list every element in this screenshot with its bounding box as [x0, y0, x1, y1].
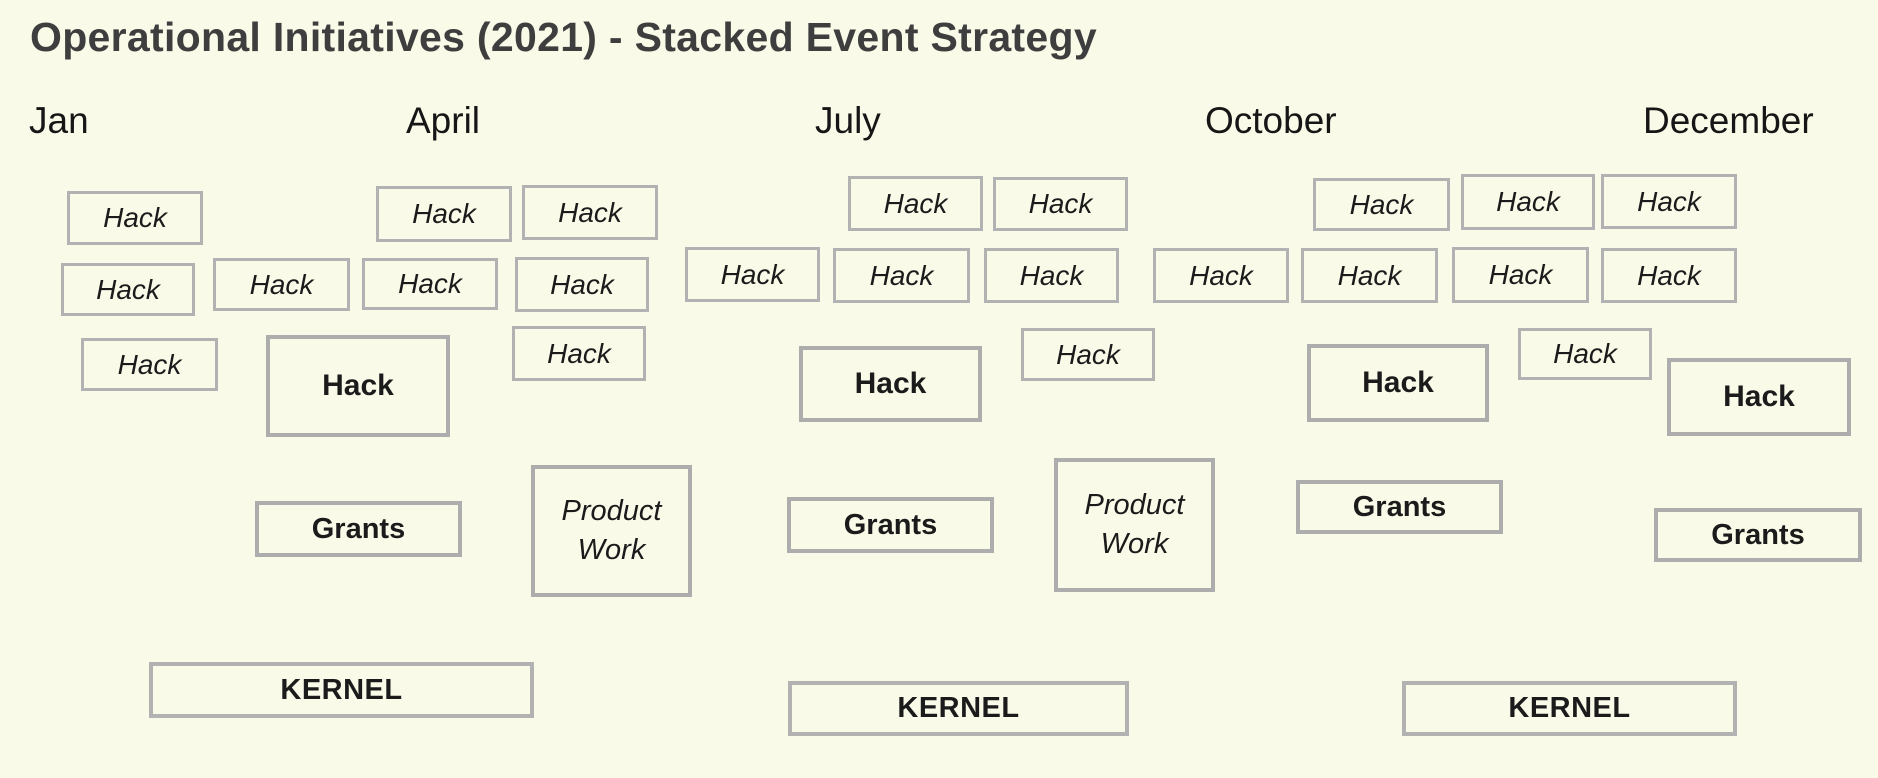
hack-box-small[interactable]: Hack [1313, 178, 1450, 231]
hack-box-small[interactable]: Hack [1021, 328, 1155, 381]
hack-box-small[interactable]: Hack [1452, 247, 1589, 303]
hack-box-small[interactable]: Hack [1301, 248, 1438, 303]
hack-box-large[interactable]: Hack [1307, 344, 1489, 422]
page-title: Operational Initiatives (2021) - Stacked… [30, 14, 1097, 60]
hack-box-small[interactable]: Hack [81, 338, 218, 391]
hack-box-small[interactable]: Hack [1461, 174, 1595, 230]
hack-box-small[interactable]: Hack [1601, 248, 1737, 303]
hack-box-small[interactable]: Hack [1153, 248, 1289, 303]
kernel-box[interactable]: KERNEL [149, 662, 534, 718]
product-work-box[interactable]: Product Work [531, 465, 692, 597]
month-label-april: April [406, 100, 481, 141]
hack-box-large[interactable]: Hack [799, 346, 982, 422]
hack-box-small[interactable]: Hack [213, 258, 350, 311]
month-label-jan: Jan [29, 100, 89, 141]
hack-box-small[interactable]: Hack [512, 326, 646, 381]
grants-box[interactable]: Grants [1296, 480, 1503, 534]
product-work-box[interactable]: Product Work [1054, 458, 1215, 592]
hack-box-small[interactable]: Hack [848, 176, 983, 231]
hack-box-small[interactable]: Hack [376, 186, 512, 242]
hack-box-small[interactable]: Hack [833, 248, 970, 303]
hack-box-small[interactable]: Hack [362, 258, 498, 310]
hack-box-small[interactable]: Hack [984, 248, 1119, 303]
hack-box-small[interactable]: Hack [61, 263, 195, 316]
hack-box-large[interactable]: Hack [1667, 358, 1851, 436]
hack-box-small[interactable]: Hack [1518, 328, 1652, 380]
hack-box-small[interactable]: Hack [685, 247, 820, 302]
month-label-december: December [1643, 100, 1814, 141]
kernel-box[interactable]: KERNEL [788, 681, 1129, 736]
hack-box-small[interactable]: Hack [67, 191, 203, 245]
hack-box-large[interactable]: Hack [266, 335, 450, 437]
month-label-july: July [815, 100, 881, 141]
grants-box[interactable]: Grants [1654, 508, 1862, 562]
month-label-october: October [1205, 100, 1337, 141]
kernel-box[interactable]: KERNEL [1402, 681, 1737, 736]
hack-box-small[interactable]: Hack [993, 177, 1128, 231]
grants-box[interactable]: Grants [787, 497, 994, 553]
hack-box-small[interactable]: Hack [522, 185, 658, 240]
hack-box-small[interactable]: Hack [515, 257, 649, 312]
grants-box[interactable]: Grants [255, 501, 462, 557]
hack-box-small[interactable]: Hack [1601, 174, 1737, 229]
